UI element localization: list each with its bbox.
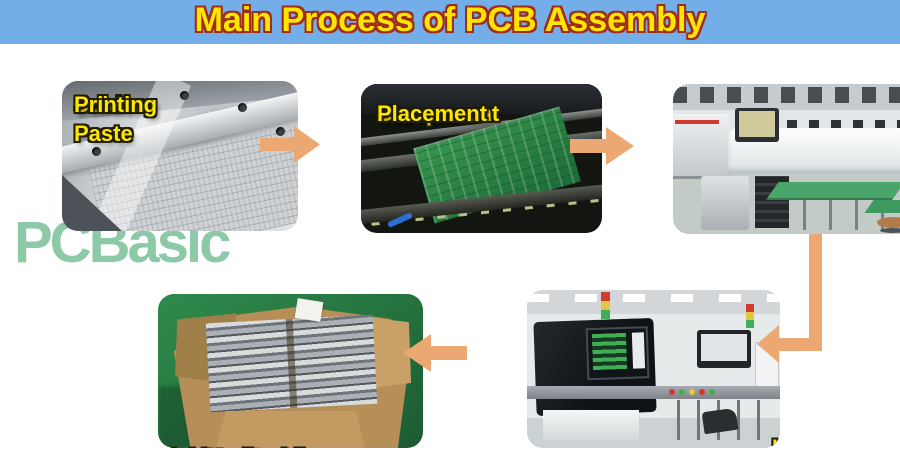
button-light-graphic	[669, 389, 675, 395]
overhead-shelf-graphic	[673, 87, 900, 103]
machine-base-graphic	[543, 410, 639, 440]
arrow-right-icon	[260, 126, 320, 163]
inspection-room-graphic	[527, 290, 780, 448]
photo-inspection-and-testing: Inspection and Testing	[527, 290, 780, 448]
front-machine-graphic	[701, 176, 749, 230]
tower-green-light	[746, 319, 754, 328]
machine-logo-stripe-graphic	[675, 120, 719, 124]
chair-graphic	[701, 407, 739, 435]
conveyor-table-graphic	[527, 386, 780, 399]
monitor-graphic	[697, 330, 751, 368]
step-label-line1: Final Assembling	[158, 444, 343, 448]
stencil-machine-graphic	[62, 81, 298, 231]
aoi-machine-graphic	[533, 317, 657, 417]
pick-place-machine-graphic	[361, 84, 602, 233]
monitor-screen-graphic	[739, 111, 775, 137]
step-label-line1: Solder Paste	[74, 92, 143, 146]
factory-room-graphic	[673, 84, 900, 234]
arrow-left-icon	[403, 334, 467, 372]
arrow-elbow-down-left-icon	[757, 234, 823, 367]
screw-hole-graphic	[276, 127, 285, 136]
pcb-inspection-image-graphic	[591, 332, 628, 371]
button-light-graphic	[709, 389, 715, 395]
box-label-sticker-graphic	[294, 298, 324, 323]
tower-yellow-light	[601, 300, 610, 310]
step-label-line2: and Testing	[772, 434, 780, 448]
tower-red-light	[746, 304, 754, 312]
tower-red-light	[601, 292, 610, 301]
packing-table-graphic	[158, 294, 423, 448]
signal-tower-icon	[746, 304, 754, 328]
step-label-line2: Printing	[74, 92, 158, 117]
packed-boards-graphic	[206, 314, 378, 413]
button-light-graphic	[699, 389, 705, 395]
screw-hole-graphic	[92, 147, 101, 156]
smt-machine-graphic	[673, 114, 729, 179]
machine-gantry-graphic	[361, 84, 602, 114]
page-title: Main Process of PCB Assembly	[194, 1, 706, 39]
screw-hole-graphic	[180, 91, 189, 100]
green-worktable-graphic	[767, 182, 900, 198]
step-label-line2: Placement	[377, 101, 488, 126]
button-light-graphic	[689, 389, 695, 395]
step-label-line1: Component	[377, 101, 500, 126]
step-label-line1: Inspection	[772, 436, 780, 448]
arrow-right-icon	[570, 127, 634, 165]
monitor-graphic	[735, 108, 779, 142]
photo-final-assembling: Final Assembling and Quality Assurance	[158, 294, 423, 448]
oven-vents-graphic	[743, 120, 900, 129]
box-front-graphic	[216, 411, 365, 448]
tower-green-light	[601, 309, 610, 319]
button-light-graphic	[679, 389, 685, 395]
screw-hole-graphic	[238, 103, 247, 112]
step-label-line2: and Quality Assurance	[158, 444, 385, 448]
signal-tower-icon	[601, 292, 610, 319]
aoi-screen-graphic	[585, 326, 650, 381]
photo-reflow-soldering: Reflow Soldering	[673, 84, 900, 234]
inspection-ui-panel-graphic	[631, 332, 646, 369]
ceiling-lights-graphic	[527, 294, 780, 302]
tower-yellow-light	[746, 311, 754, 320]
monitor-screen-graphic	[701, 334, 747, 361]
photo-component-placement: Component Placement	[361, 84, 602, 233]
stool-graphic	[877, 217, 900, 228]
title-banner: Main Process of PCB Assembly	[0, 0, 900, 44]
photo-solder-paste-printing: Solder Paste Printing	[62, 81, 298, 231]
